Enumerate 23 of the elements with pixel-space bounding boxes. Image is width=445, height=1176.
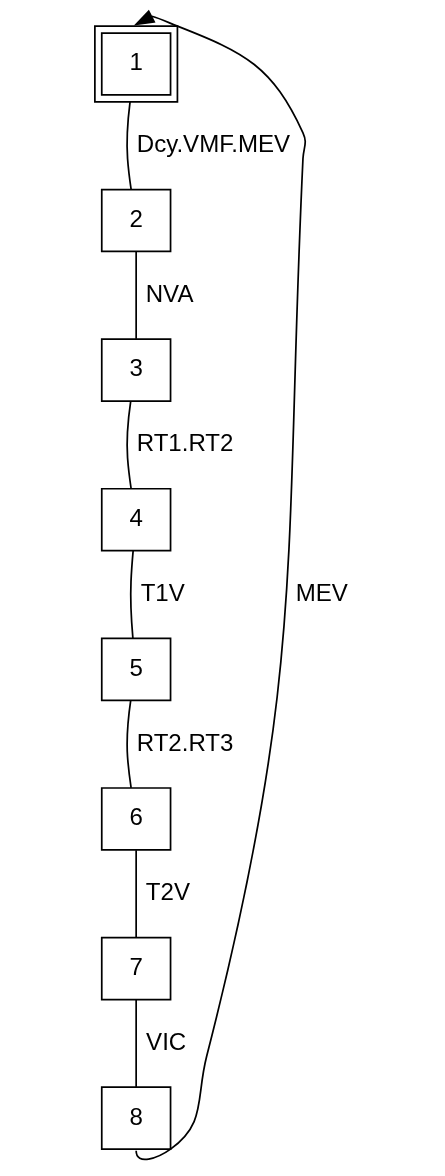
edge-label: RT1.RT2	[136, 429, 233, 457]
edge-label: T2V	[145, 878, 190, 906]
node-box: 2	[100, 188, 171, 253]
node-box: 1	[93, 25, 178, 103]
connector	[125, 400, 132, 490]
edge-label: Dcy.VMF.MEV	[136, 130, 290, 158]
connector	[125, 101, 132, 191]
connector	[134, 250, 137, 340]
edge-label: RT2.RT3	[136, 728, 233, 756]
edge-label: MEV	[295, 578, 348, 606]
connector	[125, 699, 132, 789]
node-box: 4	[100, 487, 171, 552]
node-box: 5	[100, 637, 171, 702]
connector	[134, 849, 137, 939]
node-box: 7	[100, 936, 171, 1001]
node-box: 8	[100, 1086, 171, 1150]
node-box: 6	[100, 787, 171, 851]
edge-label: VIC	[145, 1027, 186, 1055]
edge-label: T1V	[140, 578, 185, 606]
connector	[129, 549, 134, 640]
node-box: 3	[100, 338, 171, 402]
edge-label: NVA	[145, 279, 193, 307]
connector	[134, 999, 137, 1088]
